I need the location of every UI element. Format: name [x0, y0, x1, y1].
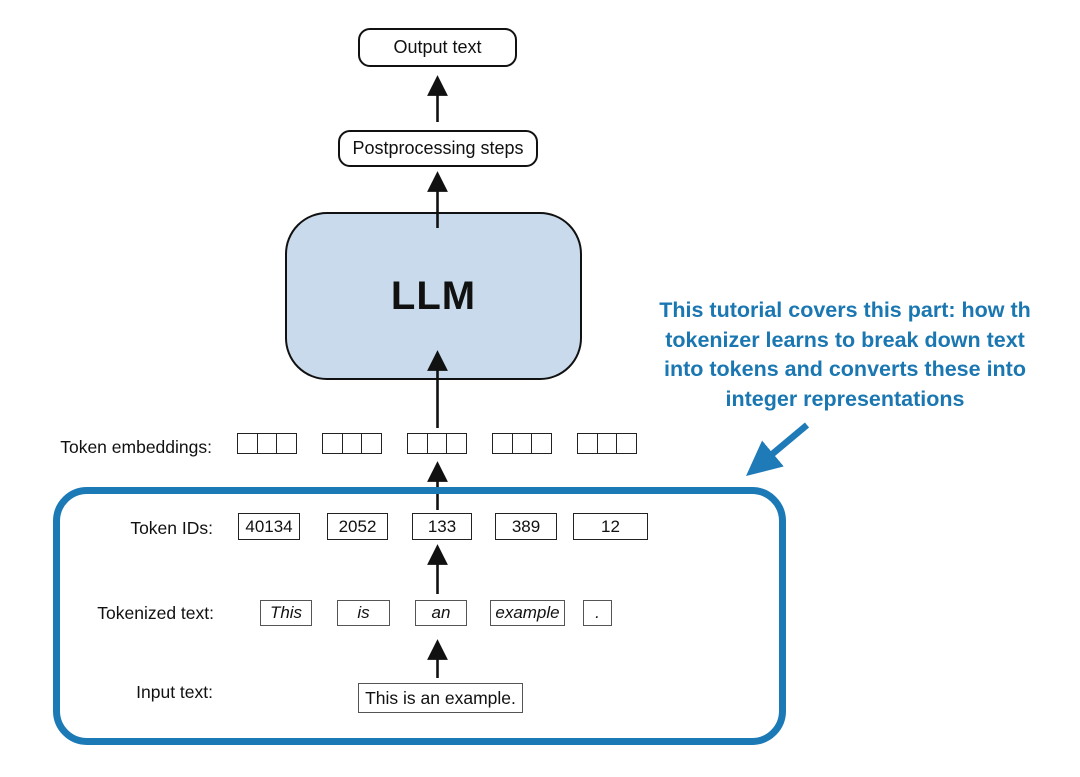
token-box: example — [490, 600, 565, 626]
token-box: . — [583, 600, 612, 626]
tutorial-annotation: This tutorial covers this part: how th t… — [628, 296, 1062, 414]
token-embeddings-label: Token embeddings: — [60, 437, 212, 457]
token-id-box: 389 — [495, 513, 557, 540]
input-text-box: This is an example. — [358, 683, 523, 713]
token-ids-label: Token IDs: — [130, 518, 213, 538]
embedding-cell — [256, 433, 278, 454]
annotation-line: into tokens and converts these into — [664, 357, 1026, 381]
token-id-box: 2052 — [327, 513, 388, 540]
token-id-box: 12 — [573, 513, 648, 540]
token-id-box: 133 — [412, 513, 472, 540]
tokenized-text-label: Tokenized text: — [97, 603, 214, 623]
output-text-label: Output text — [393, 37, 482, 57]
embedding-group — [407, 433, 467, 454]
annotation-line: This tutorial covers this part: how th — [659, 298, 1031, 322]
embedding-cell — [492, 433, 513, 454]
embedding-cell — [596, 433, 618, 454]
embedding-group — [577, 433, 637, 454]
embedding-cell — [341, 433, 363, 454]
embedding-group — [322, 433, 382, 454]
embedding-cell — [511, 433, 533, 454]
token-box: an — [415, 600, 467, 626]
annotation-arrow — [746, 422, 810, 477]
input-text-label: Input text: — [136, 682, 213, 702]
postprocessing-label: Postprocessing steps — [352, 138, 524, 158]
embedding-cell — [577, 433, 598, 454]
output-text-box: Output text — [358, 28, 517, 67]
annotation-line: tokenizer learns to break down text — [665, 327, 1025, 352]
embedding-cell — [322, 433, 343, 454]
token-box: This — [260, 600, 312, 626]
llm-label: LLM — [390, 273, 477, 318]
embedding-cell — [361, 433, 382, 454]
embedding-cell — [407, 433, 428, 454]
embedding-cell — [531, 433, 552, 454]
embedding-cell — [276, 433, 297, 454]
llm-box: LLM — [285, 212, 582, 380]
embedding-group — [492, 433, 552, 454]
embedding-cell — [616, 433, 637, 454]
annotation-line: integer representations — [725, 386, 965, 411]
token-id-box: 40134 — [238, 513, 300, 540]
embedding-cell — [237, 433, 258, 454]
postprocessing-box: Postprocessing steps — [338, 130, 538, 167]
embedding-group — [237, 433, 297, 454]
embedding-cell — [426, 433, 448, 454]
embedding-cell — [446, 433, 467, 454]
token-box: is — [337, 600, 390, 626]
